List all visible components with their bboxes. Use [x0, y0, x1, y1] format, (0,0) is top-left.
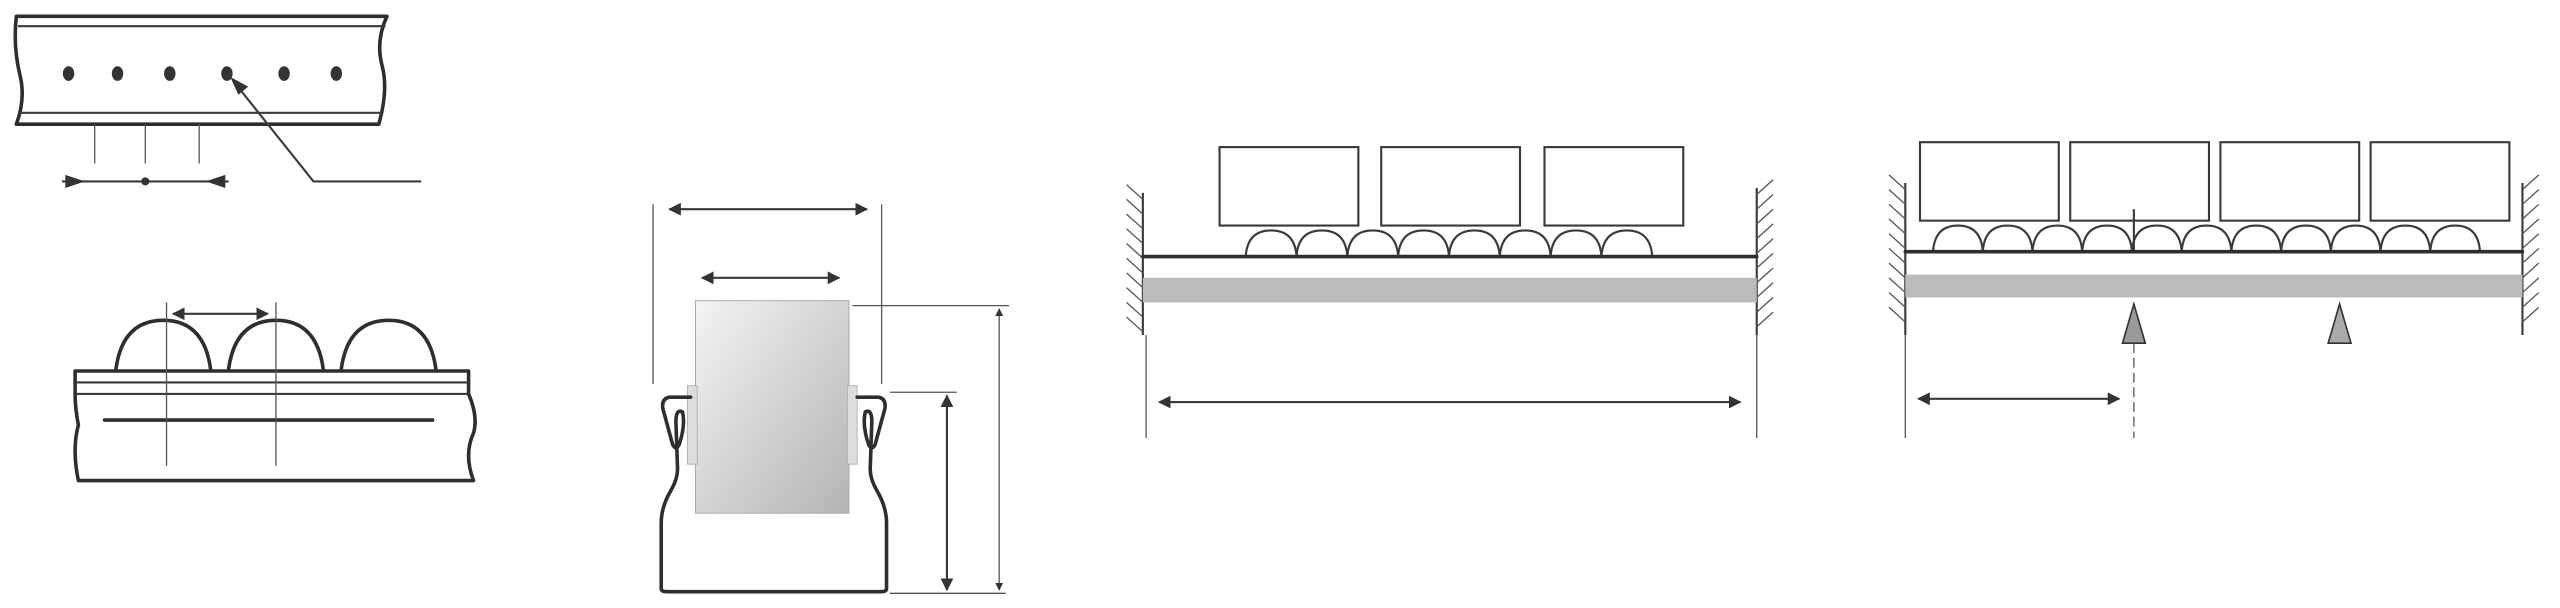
- leader-line: [234, 82, 422, 183]
- rail-hole: [278, 66, 290, 81]
- rail-hole: [62, 66, 75, 81]
- rail-hole: [221, 66, 233, 81]
- fixed-wall-right: [2521, 174, 2540, 336]
- load-box: [2069, 141, 2211, 222]
- roller-dome: [1981, 224, 2034, 252]
- load-box: [2219, 141, 2361, 222]
- fixed-wall-left: [1888, 174, 1907, 336]
- channel-frame: [659, 395, 889, 594]
- rail-profile-figure: [73, 302, 477, 483]
- roller-dome: [1549, 229, 1603, 257]
- load-box: [1543, 146, 1685, 227]
- roller-dome: [2280, 224, 2332, 252]
- roller-dome: [1397, 229, 1451, 257]
- roller-dome: [1498, 229, 1552, 257]
- rail-holes: [62, 66, 343, 81]
- roller-dome: [2031, 224, 2084, 252]
- roller-dome: [1932, 224, 1984, 252]
- load-box: [2369, 141, 2511, 222]
- rail-hole: [330, 66, 343, 81]
- support-triangle: [2327, 301, 2353, 345]
- conveyor-b-figure: [1888, 141, 2540, 439]
- roller-dome: [2230, 224, 2283, 252]
- support-triangle: [2121, 301, 2147, 345]
- roller-dome: [2130, 224, 2183, 252]
- roller-dome: [1600, 229, 1654, 257]
- fixed-wall-right: [1755, 179, 1774, 336]
- roller-dome: [1244, 229, 1298, 257]
- rail-hole: [164, 66, 176, 81]
- beam: [1142, 277, 1757, 303]
- rollers: [1932, 224, 2482, 252]
- roller-dome: [1346, 229, 1400, 257]
- load-box: [1218, 146, 1360, 227]
- rail-hole: [111, 66, 124, 81]
- load-box: [1380, 146, 1522, 227]
- roller-frame-section: [652, 202, 1009, 594]
- roller-dome: [1295, 229, 1349, 257]
- roller-dome: [2379, 224, 2432, 252]
- conveyor-a-figure: [1126, 146, 1774, 439]
- fixed-wall-left: [1126, 184, 1144, 336]
- beam: [1905, 274, 2523, 298]
- roller-dome: [2081, 224, 2134, 252]
- roller-dome: [2429, 224, 2482, 252]
- roller: [695, 300, 850, 514]
- perforated-rail-figure: [13, 14, 422, 188]
- roller-dome: [2329, 224, 2382, 252]
- rollers: [1244, 229, 1654, 257]
- roller-dome: [2180, 224, 2233, 252]
- roller-dome: [1447, 229, 1501, 257]
- load-box: [1918, 141, 2060, 222]
